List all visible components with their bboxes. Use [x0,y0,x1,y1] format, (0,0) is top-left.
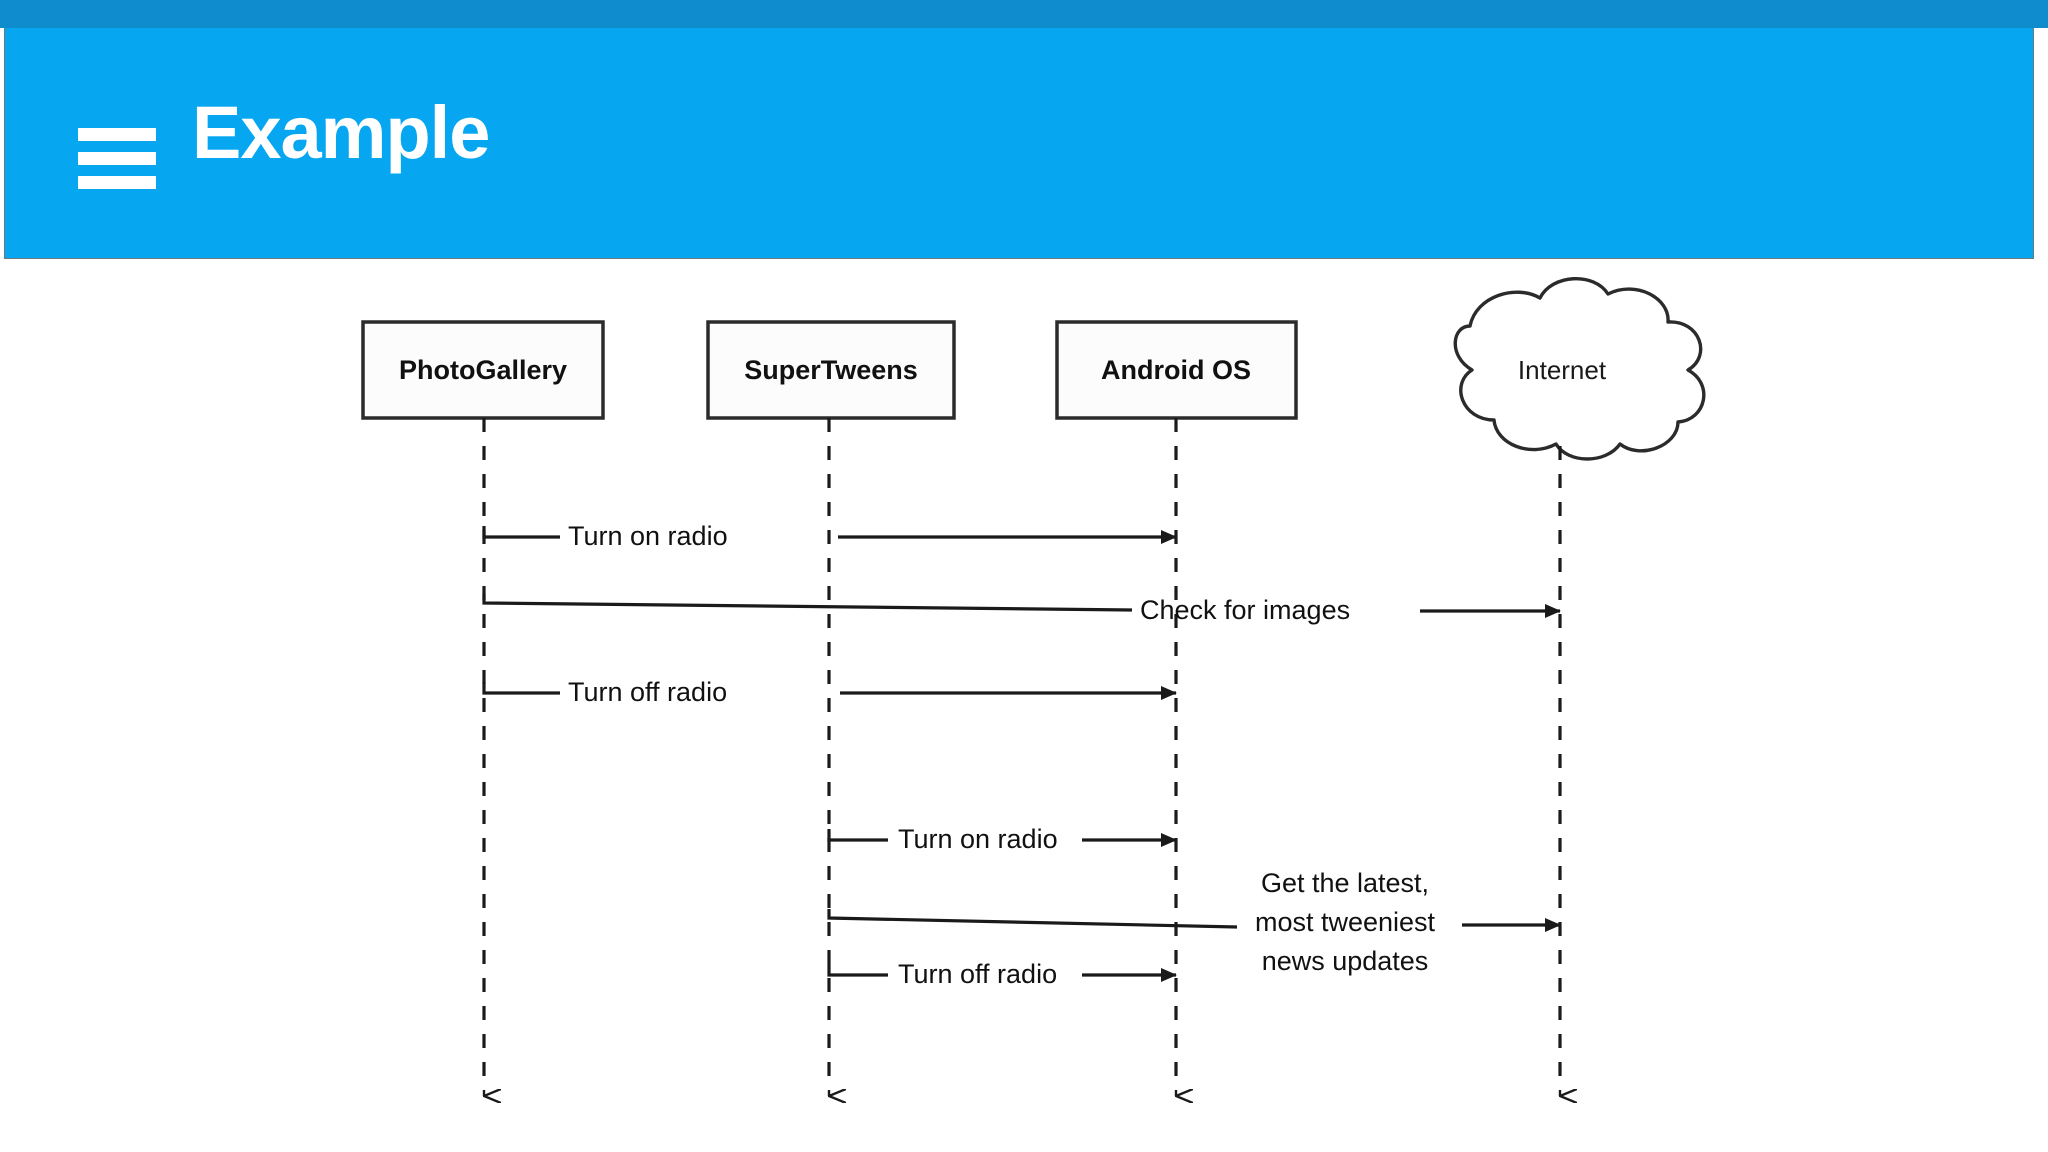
app-header: Example [0,0,2048,264]
participant-cloud-internet [1453,277,1706,461]
message-label-4: Turn on radio [898,824,1058,854]
message-stub-3 [482,682,560,695]
participant-label-photogallery: PhotoGallery [399,355,567,385]
participant-androidos[interactable]: Android OS [1055,320,1298,420]
hamburger-bar-3 [78,176,156,189]
sequence-diagram-canvas: PhotoGallery SuperTweens Android OS Inte… [361,277,1706,1152]
message-stub-4 [827,829,888,842]
participant-photogallery[interactable]: PhotoGallery [361,320,605,420]
message-stub-6 [827,964,888,977]
message-label-5-line-3: news updates [1262,946,1429,976]
message-label-6: Turn off radio [898,959,1057,989]
message-turn-on-radio-1[interactable]: Turn on radio [482,521,1177,551]
hamburger-bar-2 [78,152,156,165]
message-label-2: Check for images [1140,595,1350,625]
message-turn-off-radio-1[interactable]: Turn off radio [482,677,1177,707]
message-turn-on-radio-2[interactable]: Turn on radio [827,824,1177,854]
sequence-diagram: PhotoGallery SuperTweens Android OS Inte… [0,264,2048,1152]
message-stub-1 [482,526,560,539]
message-turn-off-radio-2[interactable]: Turn off radio [827,959,1177,989]
participant-box-supertweens [706,320,956,420]
message-label-5-line-2: most tweeniest [1255,907,1436,937]
participant-label-internet: Internet [1518,355,1607,385]
message-label-3: Turn off radio [568,677,727,707]
page-title: Example [192,91,490,174]
participant-box-photogallery [361,320,605,420]
participant-box-androidos [1055,320,1298,420]
message-label-1: Turn on radio [568,521,728,551]
participant-internet[interactable]: Internet [1453,277,1706,461]
participant-label-androidos: Android OS [1101,355,1251,385]
message-label-5-line-1: Get the latest, [1261,868,1429,898]
hamburger-menu-icon[interactable] [78,128,156,189]
message-stub-2 [482,594,1133,612]
message-stub-5 [827,909,1238,929]
participant-label-supertweens: SuperTweens [744,355,918,385]
participant-supertweens[interactable]: SuperTweens [706,320,956,420]
hamburger-bar-1 [78,128,156,141]
header-top-strip [0,0,2048,28]
message-check-for-images[interactable]: Check for images [482,594,1561,625]
header-band [4,28,2034,259]
message-get-latest-news-updates[interactable]: Get the latest, most tweeniest news upda… [827,868,1561,976]
